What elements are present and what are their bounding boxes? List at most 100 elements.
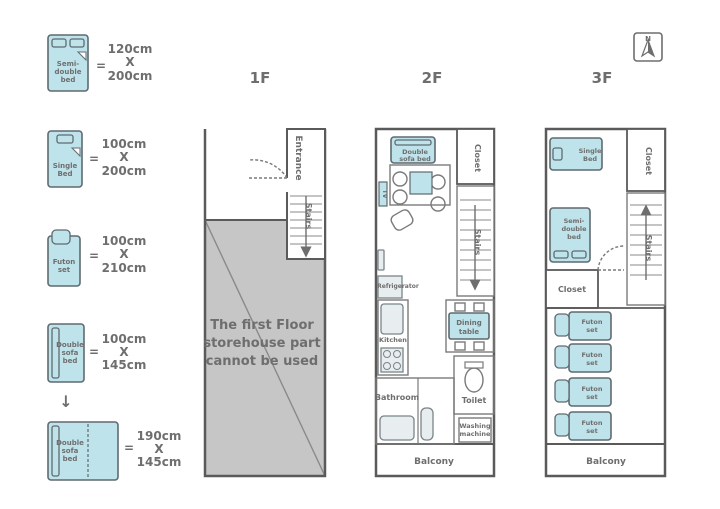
legend-sofa-label-2: sofa [62,349,79,357]
legend-sofa-open-width: 190cm [137,429,182,443]
floor-3-title: 3F [592,69,613,87]
legend-semi-eq: = [96,59,106,73]
legend-semi-height: 200cm [108,69,153,83]
storehouse-note-3: cannot be used [206,354,318,369]
legend-semi-label-2: double [55,68,82,76]
legend-single-height: 200cm [102,164,147,178]
legend-semi-double-bed: Semi- double bed = 120cm X 200cm [47,34,153,92]
f3-balcony-label: Balcony [586,457,626,467]
f2-tv-label: TV [381,190,388,199]
f3-futon-2: Futon set [554,343,612,373]
single-bed-icon [47,130,83,188]
legend-arrow-icon: ↓ [59,392,72,411]
f3-futon-3-label-1: Futon [582,385,603,393]
f2-refrigerator-label: Refrigerator [377,283,419,290]
legend-futon-x: X [119,247,129,261]
legend-sofa-label-3: bed [63,357,78,365]
legend-sofa-open-x: X [154,442,164,456]
f1-stairs-label: Stairs [304,203,313,230]
f3-closet-top-label: Closet [644,147,653,175]
floor-2-plan: Balcony Closet Double sofa bed TV Stairs [374,127,496,478]
legend-single-label-1: Single [53,162,78,170]
f2-refrigerator [377,275,403,299]
legend-sofa-open-label-1: Double [56,439,84,447]
legend-futon-label-2: set [58,266,71,274]
f3-closet-label: Closet [558,285,586,294]
legend-double-sofa-bed: Double sofa bed = 100cm X 145cm [47,323,147,383]
sofa-bed-open-icon [47,421,119,481]
f3-futon-4-label-1: Futon [582,419,603,427]
f3-single-label-2: Bed [583,155,597,163]
floor-2-title: 2F [422,69,443,87]
north-compass-icon: N [633,32,663,62]
f2-toilet-label: Toilet [462,396,487,405]
f2-kitchen-label: Kitchen [379,336,407,344]
legend-sofa-eq: = [89,345,99,359]
legend-single-x: X [119,150,129,164]
legend-single-bed: Single Bed = 100cm X 200cm [47,130,147,188]
legend-semi-x: X [125,55,135,69]
legend-futon-height: 210cm [102,261,147,275]
legend-sofa-open-height: 145cm [137,455,182,469]
compass-letter: N [645,35,651,43]
f2-washing-label-1: Washing [459,422,491,430]
f3-semi-label-1: Semi- [564,217,585,225]
legend-single-width: 100cm [102,137,147,151]
legend-futon-width: 100cm [102,234,147,248]
f2-dining-table [448,312,490,340]
floor-1-plan: Entrance Stairs The first Floor storehou… [203,128,327,478]
entrance-label: Entrance [293,135,303,180]
f3-closet-top [626,128,666,192]
f3-futon-2-label-2: set [586,359,597,367]
f2-toilet [453,355,495,415]
f3-futon-1-label-2: set [586,326,597,334]
f2-sofa-label-1: Double [402,148,428,156]
f2-washing-label-2: machine [460,430,491,438]
legend-sofa-open-label-3: bed [63,455,78,463]
f3-semi-label-3: bed [567,233,581,241]
f3-futon-1-label-1: Futon [582,318,603,326]
floor-3-plan: Balcony Single Bed Closet Semi- double b… [544,127,667,478]
f2-sofa-label-2: sofa bed [399,155,431,163]
legend-semi-label-3: bed [61,76,76,84]
floor-1-title: 1F [250,69,271,87]
legend-sofa-height: 145cm [102,358,147,372]
f3-futon-3: Futon set [554,377,612,407]
legend-single-label-2: Bed [57,170,72,178]
legend-futon-set: Futon set = 100cm X 210cm [47,229,147,287]
f2-balcony-label: Balcony [414,457,454,467]
storehouse-note-2: storehouse part [203,336,320,351]
f2-closet [456,128,495,185]
f3-single-bed [549,137,603,171]
legend-sofa-label-1: Double [56,341,84,349]
f2-tv [378,181,388,207]
legend-sofa-width: 100cm [102,332,147,346]
f3-single-label-1: Single [579,147,602,155]
legend-futon-eq: = [89,249,99,263]
f2-dining-area [445,299,495,353]
f3-futon-2-label-1: Futon [582,351,603,359]
legend-single-eq: = [89,152,99,166]
f2-bathroom-label: Bathroom [375,393,419,402]
semi-double-bed-icon [47,34,89,92]
f3-stairs-label: Stairs [644,235,653,262]
f3-semi-double-bed [549,207,591,263]
legend-sofa-x: X [119,345,129,359]
f2-closet-label: Closet [473,144,482,172]
f3-closet [545,269,599,309]
legend-semi-width: 120cm [108,42,153,56]
legend-double-sofa-bed-open: Double sofa bed = 190cm X 145cm [47,421,182,481]
f2-dining-label-1: Dining [456,319,482,327]
f3-futon-1: Futon set [554,311,612,341]
f2-washing-machine [458,417,492,443]
f3-futon-4: Futon set [554,411,612,441]
f3-futon-4-label-2: set [586,427,597,435]
legend-futon-label-1: Futon [53,258,76,266]
f2-stairs-label: Stairs [473,229,482,256]
legend-sofa-open-label-2: sofa [62,447,79,455]
f2-kitchen [377,299,409,376]
f3-semi-label-2: double [561,225,587,233]
legend-sofa-open-eq: = [124,441,134,455]
f3-futon-3-label-2: set [586,393,597,401]
